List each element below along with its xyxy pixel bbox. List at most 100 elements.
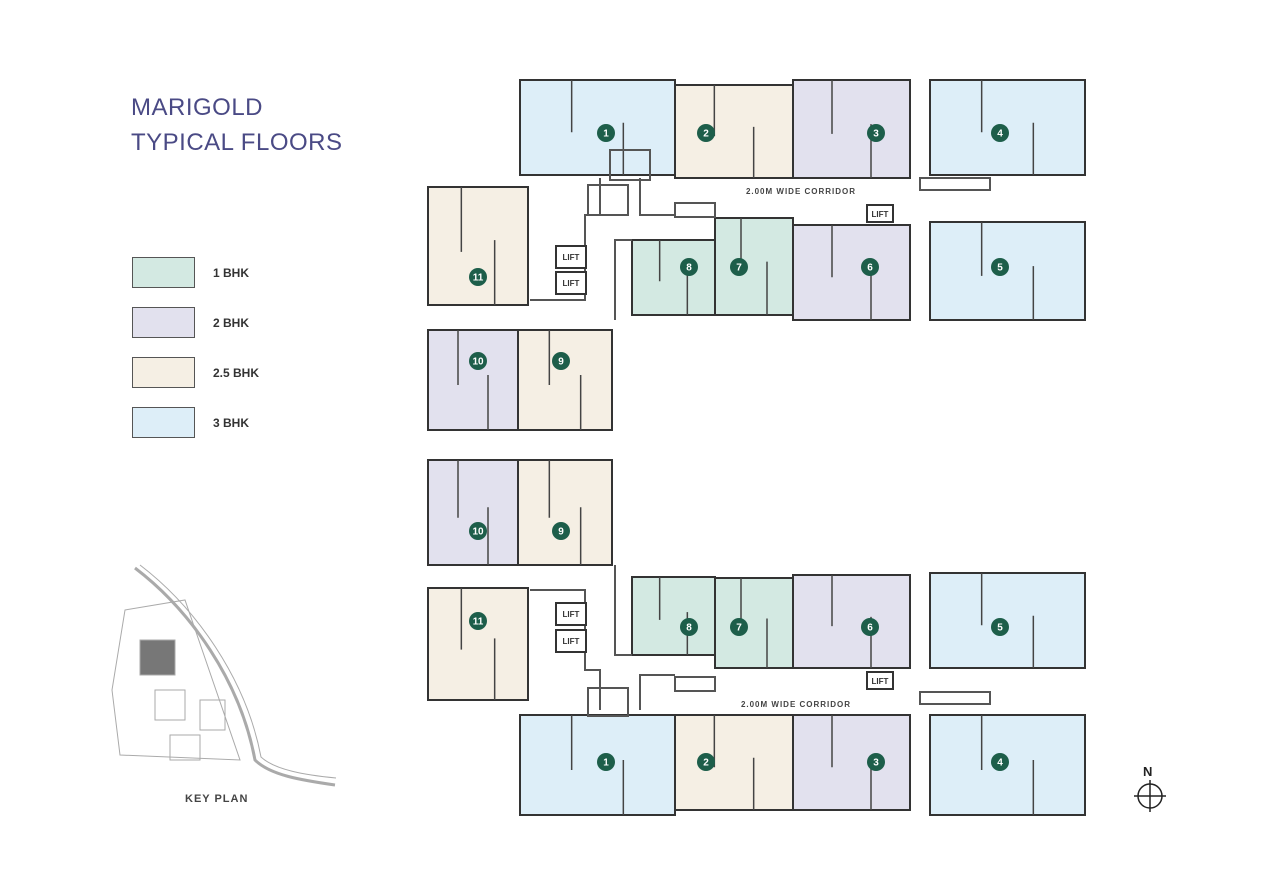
legend-label: 3 BHK xyxy=(213,415,250,430)
unit-8: 8 xyxy=(631,576,716,656)
corridors xyxy=(530,149,991,717)
legend-swatch xyxy=(132,357,195,388)
lift-label: LIFT xyxy=(872,677,889,686)
unit-5: 5 xyxy=(929,572,1086,669)
unit-area xyxy=(427,186,529,306)
unit-area xyxy=(631,576,716,656)
unit-marker xyxy=(991,124,1009,142)
unit-area xyxy=(714,217,794,316)
legend-item-2-5bhk: 2.5 BHK xyxy=(132,357,259,388)
unit-area xyxy=(427,459,519,566)
unit-marker xyxy=(469,612,487,630)
key-plan-label: KEY PLAN xyxy=(185,793,249,805)
unit-marker xyxy=(469,522,487,540)
unit-9: 9 xyxy=(517,329,613,431)
unit-area xyxy=(792,224,911,321)
unit-number: 10 xyxy=(472,527,484,538)
unit-area xyxy=(714,577,794,669)
unit-number: 1 xyxy=(603,129,609,140)
unit-11: 11 xyxy=(427,186,529,306)
unit-marker xyxy=(597,753,615,771)
unit-5: 5 xyxy=(929,221,1086,321)
unit-area xyxy=(792,79,911,179)
unit-7: 7 xyxy=(714,217,794,316)
unit-10: 10 xyxy=(427,459,519,566)
unit-marker xyxy=(991,753,1009,771)
unit-4: 4 xyxy=(929,714,1086,816)
unit-2: 2 xyxy=(674,714,794,811)
unit-marker xyxy=(867,753,885,771)
unit-number: 11 xyxy=(473,617,484,628)
unit-number: 4 xyxy=(997,129,1003,140)
title-line-2: TYPICAL FLOORS xyxy=(131,129,343,156)
north-label: N xyxy=(1143,764,1153,779)
lift-label: LIFT xyxy=(563,637,580,646)
unit-marker xyxy=(680,258,698,276)
unit-number: 2 xyxy=(703,129,709,140)
unit-area xyxy=(517,459,613,566)
corridor-label-top: 2.00M WIDE CORRIDOR xyxy=(746,187,856,196)
unit-marker xyxy=(680,618,698,636)
unit-area xyxy=(929,79,1086,176)
unit-10: 10 xyxy=(427,329,519,431)
unit-area xyxy=(427,329,519,431)
legend-item-2bhk: 2 BHK xyxy=(132,307,249,338)
legend-label: 1 BHK xyxy=(213,265,250,280)
legend-swatch xyxy=(132,307,195,338)
unit-area xyxy=(674,714,794,811)
unit-3: 3 xyxy=(792,714,911,811)
unit-marker xyxy=(730,258,748,276)
north-arrow-icon xyxy=(1134,780,1166,812)
unit-number: 11 xyxy=(473,273,484,284)
unit-3: 3 xyxy=(792,79,911,179)
page-title: MARIGOLD TYPICAL FLOORS xyxy=(131,90,343,160)
legend-label: 2.5 BHK xyxy=(213,365,260,380)
legend-swatch xyxy=(132,257,195,288)
unit-marker xyxy=(552,522,570,540)
unit-number: 2 xyxy=(703,758,709,769)
unit-number: 7 xyxy=(736,623,742,634)
lift-label: LIFT xyxy=(872,210,889,219)
unit-8: 8 xyxy=(631,239,716,316)
unit-number: 6 xyxy=(867,263,873,274)
unit-area xyxy=(792,574,911,669)
legend-item-3bhk: 3 BHK xyxy=(132,407,249,438)
unit-number: 10 xyxy=(472,357,484,368)
unit-marker xyxy=(861,258,879,276)
unit-marker xyxy=(697,124,715,142)
unit-area xyxy=(792,714,911,811)
key-plan xyxy=(111,564,337,787)
lift-label: LIFT xyxy=(563,253,580,262)
unit-7: 7 xyxy=(714,577,794,669)
unit-area xyxy=(674,84,794,179)
unit-9: 9 xyxy=(517,459,613,566)
unit-area xyxy=(517,329,613,431)
lift-label: LIFT xyxy=(563,610,580,619)
unit-number: 7 xyxy=(736,263,742,274)
unit-2: 2 xyxy=(674,84,794,179)
unit-number: 5 xyxy=(997,263,1003,274)
unit-marker xyxy=(867,124,885,142)
unit-number: 8 xyxy=(686,263,692,274)
unit-6: 6 xyxy=(792,224,911,321)
unit-marker xyxy=(861,618,879,636)
unit-marker xyxy=(991,258,1009,276)
unit-area xyxy=(427,587,529,701)
unit-number: 1 xyxy=(603,758,609,769)
unit-6: 6 xyxy=(792,574,911,669)
unit-area xyxy=(519,79,676,176)
lift-boxes xyxy=(555,204,894,690)
unit-4: 4 xyxy=(929,79,1086,176)
unit-marker xyxy=(469,268,487,286)
unit-number: 6 xyxy=(867,623,873,634)
legend-label: 2 BHK xyxy=(213,315,250,330)
unit-number: 5 xyxy=(997,623,1003,634)
unit-marker xyxy=(730,618,748,636)
unit-number: 9 xyxy=(558,357,564,368)
unit-number: 9 xyxy=(558,527,564,538)
corridor-label-bottom: 2.00M WIDE CORRIDOR xyxy=(741,700,851,709)
unit-1: 1 xyxy=(519,79,676,176)
legend-swatch xyxy=(132,407,195,438)
unit-1: 1 xyxy=(519,714,676,816)
